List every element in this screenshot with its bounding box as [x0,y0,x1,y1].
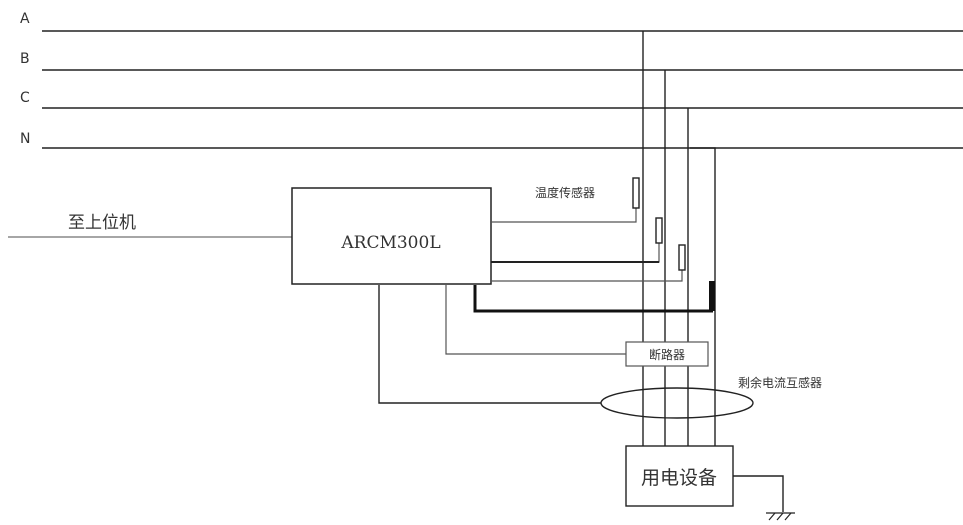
ground-icon [766,512,795,521]
phase-label-n: N [20,131,30,147]
rct-wire [378,285,601,404]
sensor-wire-a [491,208,637,223]
phase-label-b: B [20,51,30,67]
phase-label-c: C [20,90,30,106]
load-box [625,445,734,507]
temp-sensor-a [632,177,640,209]
sensor-wire-b [491,243,660,263]
temp-sensor-b [655,217,663,244]
sensor-wire-c [491,270,683,282]
drop-conductors [642,31,716,446]
sensor-wires [491,208,683,282]
rct-ring [600,387,754,419]
breaker-wire [445,285,626,355]
load-label: 用电设备 [641,467,717,489]
temp-sensor-c [678,244,686,271]
ground-wire [733,475,784,512]
bus-lines [42,30,963,149]
breaker-label: 断路器 [649,347,685,362]
rct-label: 剩余电流互感器 [738,375,822,390]
drop-n [690,147,716,446]
controller-label: ARCM300L [340,233,440,253]
breaker-box [625,341,709,367]
phase-label-a: A [20,11,30,27]
temp-sensor-label: 温度传感器 [535,185,595,200]
neutral-sense-wire [473,285,713,313]
controller-box [291,187,492,285]
uplink-label: 至上位机 [68,213,136,233]
neutral-sensor [709,281,715,311]
temp-sensors [632,177,686,271]
